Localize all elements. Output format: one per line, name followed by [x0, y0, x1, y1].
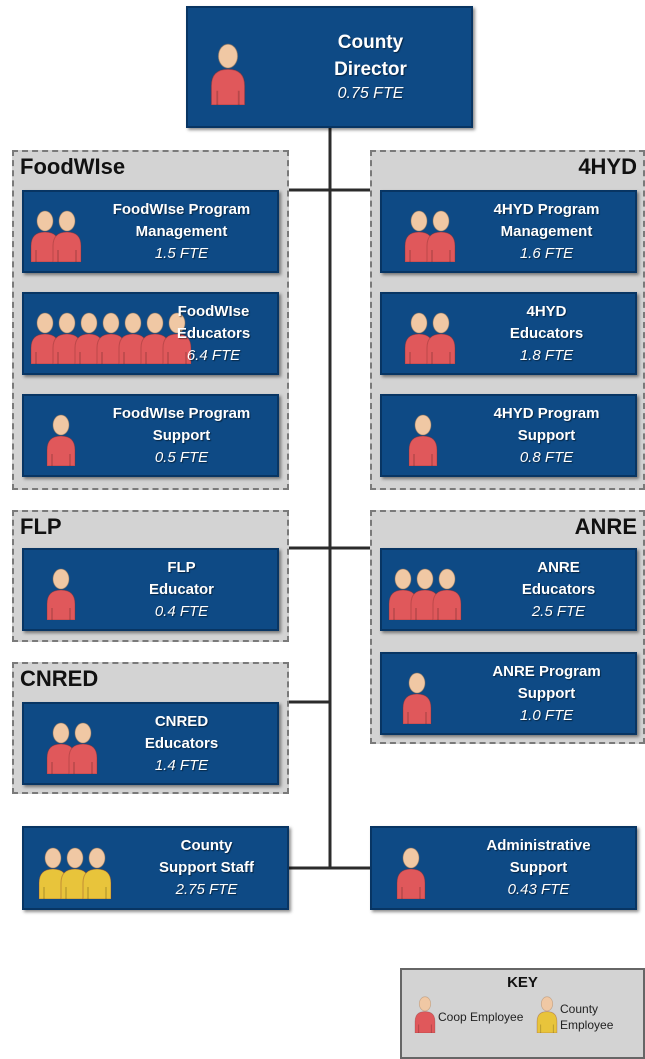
- unit-fte: 6.4 FTE: [186, 346, 241, 364]
- coop-employee-icon: [388, 568, 462, 625]
- unit-fte: 1.8 FTE: [519, 346, 574, 364]
- unit-name: County Support Staff: [159, 837, 254, 876]
- director-title: County Director: [334, 32, 407, 80]
- coop-employee-icon: [404, 210, 456, 267]
- coop-employee-icon: [210, 43, 246, 110]
- key-coop-item: Coop Employee: [414, 996, 523, 1038]
- key-county-item: County Employee: [536, 996, 643, 1038]
- anre-program-support-box: ANRE Program Support 1.0 FTE: [380, 652, 637, 735]
- county-employee-icon: [38, 847, 112, 904]
- flp-group-title: FLP: [20, 514, 62, 539]
- key-county-label: County Employee: [560, 1002, 614, 1032]
- county-director-box: County Director 0.75 FTE: [186, 6, 473, 128]
- unit-fte: 2.75 FTE: [175, 881, 238, 898]
- key-title: KEY: [507, 974, 538, 991]
- coop-employee-icon: [30, 312, 192, 369]
- unit-name: FoodWIse Program Management: [112, 200, 251, 240]
- 4hyd-educators-box: 4HYD Educators 1.8 FTE: [380, 292, 637, 375]
- unit-name: ANRE Educators: [521, 558, 596, 598]
- 4hyd-program-management-box: 4HYD Program Management 1.6 FTE: [380, 190, 637, 273]
- legend-key: KEY Coop Employee County Employee: [400, 968, 645, 1059]
- foodwise-program-support-box: FoodWIse Program Support 0.5 FTE: [22, 394, 279, 477]
- administrative-support-box: Administrative Support 0.43 FTE: [370, 826, 637, 910]
- unit-fte: 1.5 FTE: [154, 244, 209, 262]
- unit-name: 4HYD Educators: [509, 302, 584, 342]
- unit-name: FoodWIse Educators: [176, 302, 251, 342]
- unit-fte: 0.5 FTE: [154, 448, 209, 466]
- coop-employee-icon: [46, 568, 76, 625]
- unit-name: Administrative Support: [486, 837, 591, 876]
- unit-fte: 0.4 FTE: [154, 602, 209, 620]
- anre-educators-box: ANRE Educators 2.5 FTE: [380, 548, 637, 631]
- coop-employee-icon: [396, 847, 426, 904]
- county-support-staff-box: County Support Staff 2.75 FTE: [22, 826, 289, 910]
- 4hyd-group-title: 4HYD: [578, 154, 637, 179]
- 4hyd-program-support-box: 4HYD Program Support 0.8 FTE: [380, 394, 637, 477]
- coop-employee-icon: [402, 672, 432, 729]
- coop-employee-icon: [414, 996, 436, 1038]
- flp-educator-box: FLP Educator 0.4 FTE: [22, 548, 279, 631]
- unit-fte: 0.8 FTE: [519, 448, 574, 466]
- coop-employee-icon: [30, 210, 82, 267]
- unit-fte: 1.6 FTE: [519, 244, 574, 262]
- foodwise-program-management-box: FoodWIse Program Management 1.5 FTE: [22, 190, 279, 273]
- unit-fte: 1.4 FTE: [154, 756, 209, 774]
- unit-name: ANRE Program Support: [492, 662, 601, 702]
- cnred-group-title: CNRED: [20, 666, 99, 691]
- coop-employee-icon: [46, 722, 98, 779]
- unit-fte: 0.43 FTE: [507, 881, 570, 898]
- unit-name: FoodWIse Program Support: [112, 404, 251, 444]
- foodwise-educators-box: FoodWIse Educators 6.4 FTE: [22, 292, 279, 375]
- coop-employee-icon: [46, 414, 76, 471]
- cnred-educators-box: CNRED Educators 1.4 FTE: [22, 702, 279, 785]
- unit-fte: 1.0 FTE: [519, 706, 574, 724]
- director-fte: 0.75 FTE: [337, 85, 404, 102]
- unit-name: FLP Educator: [148, 558, 214, 598]
- coop-employee-icon: [404, 312, 456, 369]
- unit-name: 4HYD Program Management: [493, 200, 600, 240]
- foodwise-group-title: FoodWIse: [20, 154, 126, 179]
- unit-fte: 2.5 FTE: [531, 602, 586, 620]
- coop-employee-icon: [408, 414, 438, 471]
- anre-group-title: ANRE: [574, 514, 637, 539]
- unit-name: CNRED Educators: [144, 712, 219, 752]
- key-coop-label: Coop Employee: [438, 1010, 524, 1024]
- unit-name: 4HYD Program Support: [493, 404, 600, 444]
- county-employee-icon: [536, 996, 558, 1038]
